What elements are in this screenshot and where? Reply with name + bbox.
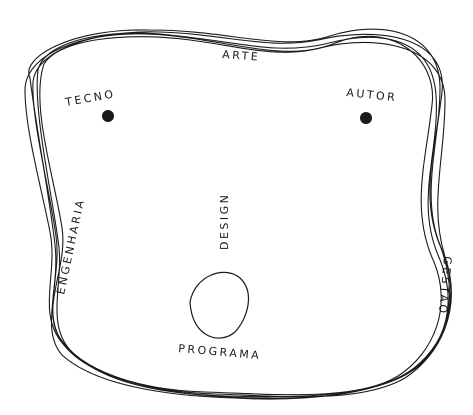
outline-stroke-1 (29, 29, 450, 399)
label-tecno: TECNO (63, 87, 116, 109)
label-design: DESIGN (218, 193, 231, 250)
outline-stroke-3 (25, 34, 451, 397)
outline-stroke-2 (37, 33, 448, 397)
programa-blob (190, 272, 248, 338)
label-gestao: GESTÃO (436, 256, 454, 316)
autor-dot (360, 112, 372, 124)
outline-stroke-5 (33, 32, 451, 398)
label-programa: PROGRAMA (178, 342, 262, 362)
outer-outline-strokes (25, 29, 451, 399)
label-arte: ARTE (222, 48, 261, 64)
label-autor: AUTOR (346, 86, 398, 104)
tecno-dot (102, 110, 114, 122)
